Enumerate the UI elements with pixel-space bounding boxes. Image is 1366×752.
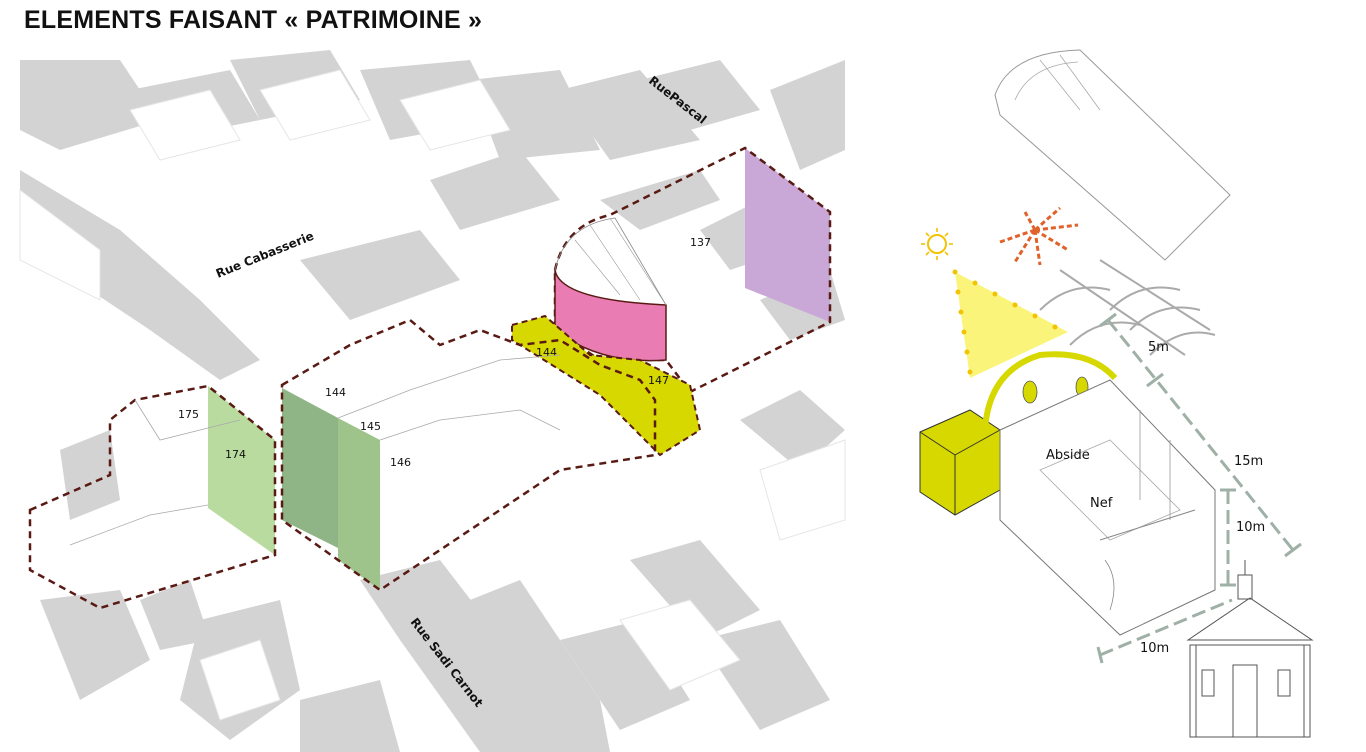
building-144-146-outline (280, 318, 657, 592)
building-137-pink-apse (554, 269, 667, 362)
dimension-ticks (1096, 312, 1302, 664)
parcel-label-144: 144 (325, 386, 346, 399)
parcel-label-147: 147 (648, 374, 669, 387)
building-174-green-facade (208, 386, 275, 555)
chapel-annex-yellow (919, 409, 1001, 516)
context-buildings (19, 69, 846, 721)
dimension-label-10m-width: 10m (1140, 641, 1169, 656)
dimension-label-15m: 15m (1234, 454, 1263, 469)
building-146-green-facade (338, 418, 380, 590)
apse-arc (982, 351, 1118, 429)
dimension-label-5m: 5m (1148, 340, 1169, 355)
building-shadows (20, 50, 845, 752)
parcel-label-175: 175 (178, 408, 199, 421)
chapel-exploded-view: Abside Nef 5m (919, 49, 1314, 738)
building-174-175-outline (28, 384, 277, 610)
building-137-outline (553, 146, 832, 394)
building-147: 147 144 (511, 314, 702, 457)
chapel-facade-elevation (1186, 560, 1314, 738)
dimension-lines (1099, 319, 1295, 657)
building-147-yellow-volume (511, 314, 702, 457)
building-144-145-146: 144 145 146 (280, 318, 657, 592)
room-label-abside: Abside (1046, 448, 1090, 463)
light-cone-dots (952, 269, 1058, 375)
building-137-purple-facade (745, 148, 830, 322)
arch-ribs (1039, 259, 1216, 356)
parcel-label-145: 145 (360, 420, 381, 433)
street-label-rue-cabasserie: Rue Cabasserie (214, 229, 316, 281)
parcel-label-174: 174 (225, 448, 246, 461)
light-cone (955, 272, 1068, 378)
room-label-nef: Nef (1090, 496, 1113, 511)
dimension-label-10m-height: 10m (1236, 520, 1265, 535)
page-title: ELEMENTS FAISANT « PATRIMOINE » (24, 6, 483, 34)
apse-window-left (1022, 380, 1038, 404)
building-144-green-facade (282, 388, 338, 548)
chapel-roof-vault (994, 49, 1231, 261)
city-context (19, 50, 846, 752)
chapel-body (999, 379, 1216, 636)
dome-ribs (999, 206, 1079, 266)
building-137: 137 (553, 146, 832, 394)
sun-icon (921, 228, 953, 260)
parcel-label-137: 137 (690, 236, 711, 249)
parcel-label-146: 146 (390, 456, 411, 469)
building-174-175: 175 174 (28, 384, 277, 610)
